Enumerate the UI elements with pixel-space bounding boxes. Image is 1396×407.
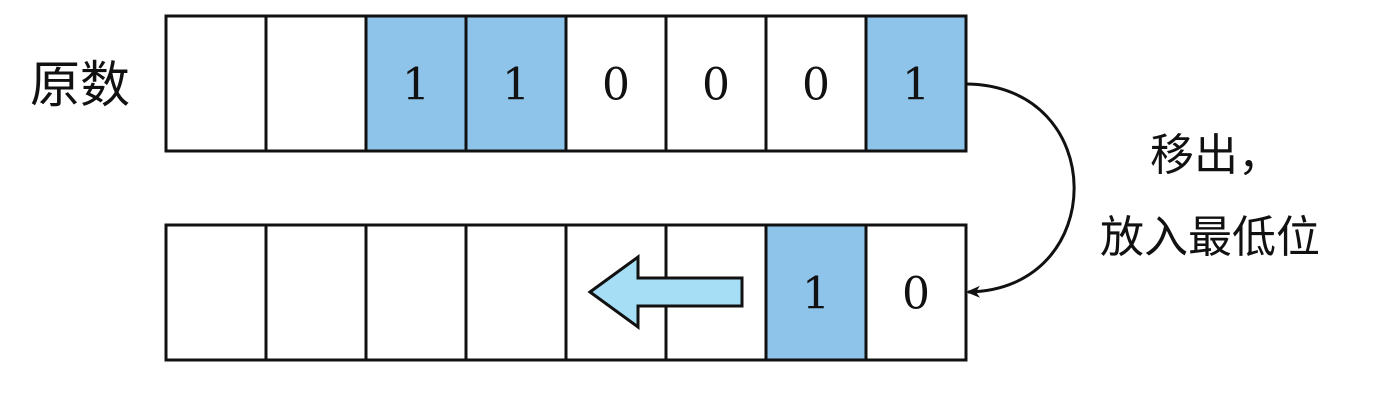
- original-cell-1: [164, 14, 268, 153]
- shifted-bit-7: 1: [802, 269, 830, 320]
- original-bit-8: 1: [902, 60, 930, 111]
- original-cell-7: [764, 14, 868, 153]
- original-cell-4: [464, 14, 568, 153]
- shifted-cell-8: [864, 223, 968, 362]
- shifted-bit-8: 0: [902, 269, 930, 320]
- original-row-label: 原数: [30, 56, 130, 114]
- original-bit-3: 1: [402, 60, 430, 111]
- original-bit-5: 0: [602, 60, 630, 111]
- annotation-line-2: 放入最低位: [1100, 212, 1320, 263]
- original-bit-7: 0: [802, 60, 830, 111]
- shifted-cell-7: [764, 223, 868, 362]
- shifted-cell-2: [264, 223, 368, 362]
- original-cell-3: [364, 14, 468, 153]
- shifted-cell-3: [364, 223, 468, 362]
- shifted-cell-4: [464, 223, 568, 362]
- original-register: 1 1 0 0 0 1: [164, 14, 968, 153]
- original-bit-6: 0: [702, 60, 730, 111]
- annotation-line-1: 移出，: [1150, 130, 1282, 181]
- original-cell-6: [664, 14, 768, 153]
- original-bit-4: 1: [502, 60, 530, 111]
- original-cell-8: [864, 14, 968, 153]
- move-out-curved-arrow: [964, 82, 1076, 298]
- original-cell-5: [564, 14, 668, 153]
- shift-left-arrow: [587, 254, 744, 330]
- original-cell-2: [264, 14, 368, 153]
- shifted-cell-1: [164, 223, 268, 362]
